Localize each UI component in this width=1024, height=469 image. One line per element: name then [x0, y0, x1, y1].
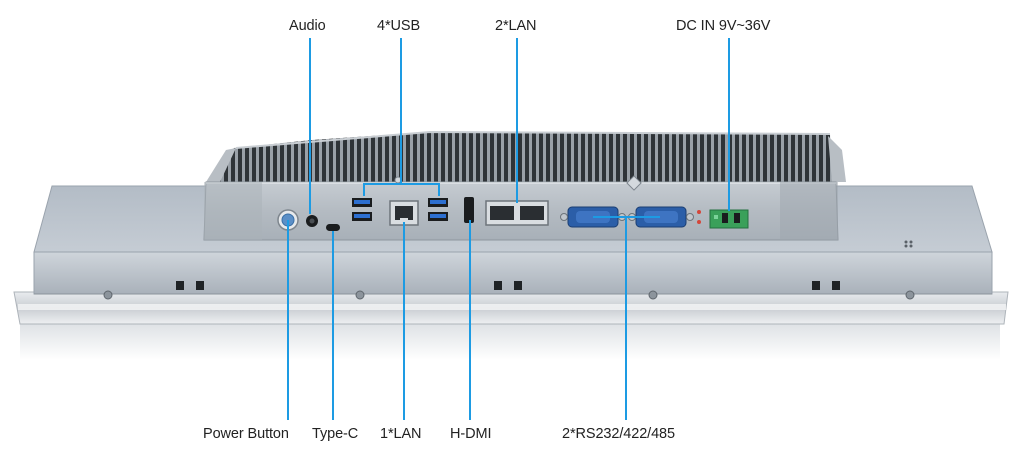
label-hdmi: H-DMI	[450, 426, 492, 442]
label-serial: 2*RS232/422/485	[562, 426, 675, 442]
label-lan1: 1*LAN	[380, 426, 422, 442]
label-lan2: 2*LAN	[495, 18, 537, 34]
label-audio: Audio	[289, 18, 326, 34]
leader-usb-bracket	[363, 183, 440, 196]
label-power-button: Power Button	[203, 426, 289, 442]
label-type-c: Type-C	[312, 426, 359, 442]
label-usb: 4*USB	[377, 18, 421, 34]
label-dc-in: DC IN 9V~36V	[676, 18, 771, 34]
